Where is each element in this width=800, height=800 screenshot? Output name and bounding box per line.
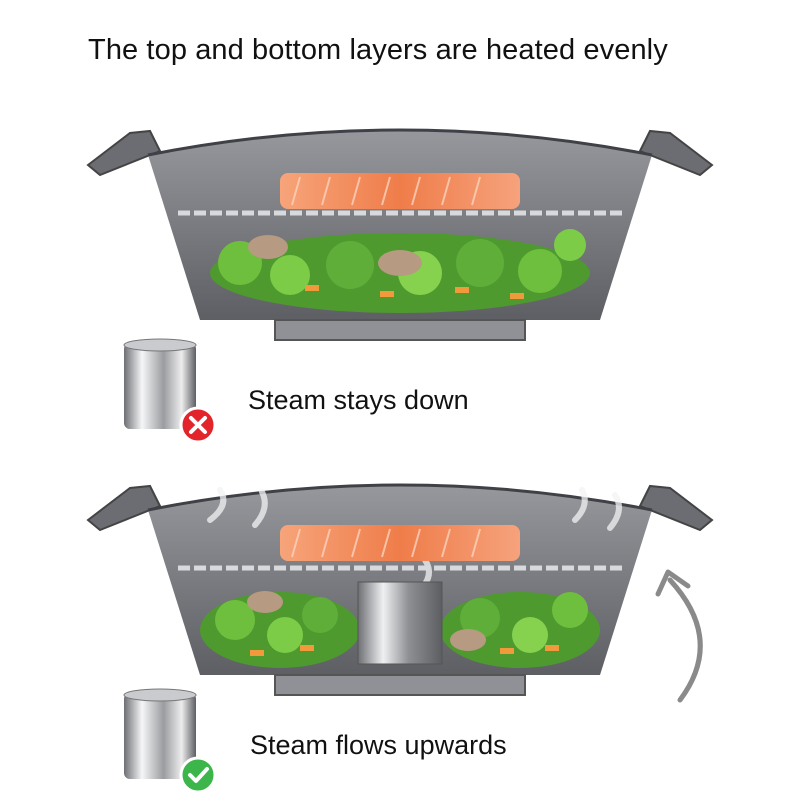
- curved-arrow-icon: [655, 569, 703, 703]
- caption-steam-flows-upwards: Steam flows upwards: [250, 730, 507, 760]
- tube-cup-icon: [123, 688, 217, 793]
- vegetables: [210, 229, 590, 313]
- plain-cup-icon: [123, 338, 217, 443]
- salmon-fillet: [280, 525, 520, 561]
- steam-tube: [357, 581, 443, 665]
- vegetables: [200, 591, 600, 668]
- steamer-pot-top: [86, 128, 714, 341]
- check-icon: [179, 756, 217, 793]
- x-icon: [179, 406, 217, 443]
- headline: The top and bottom layers are heated eve…: [88, 34, 668, 66]
- steamer-pot-bottom: [86, 483, 714, 696]
- salmon-fillet: [280, 173, 520, 209]
- caption-steam-stays-down: Steam stays down: [248, 385, 469, 415]
